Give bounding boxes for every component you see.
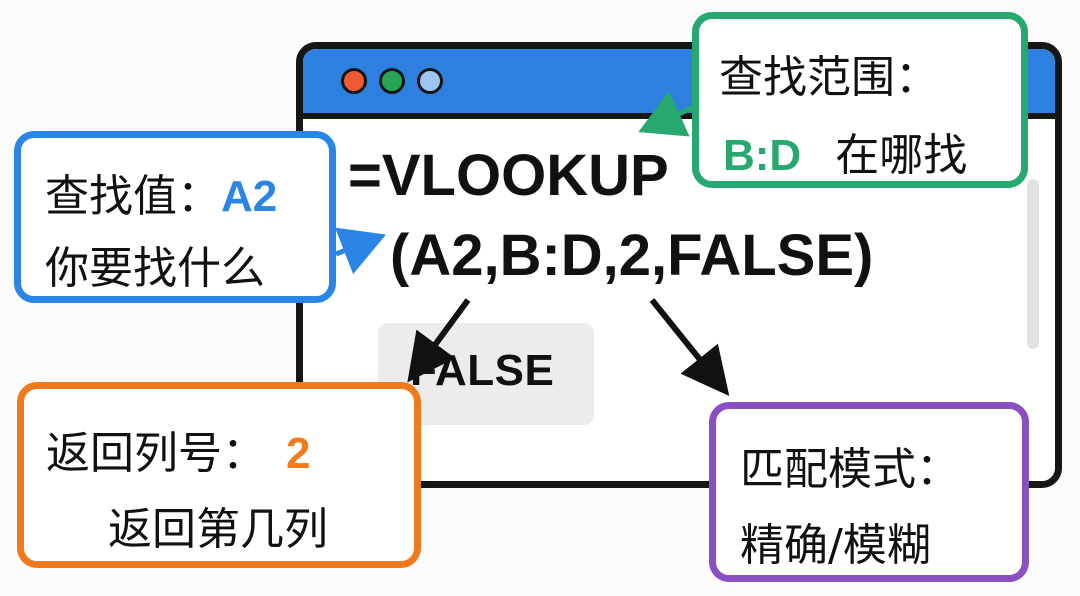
arrow-table-range <box>638 90 694 137</box>
maximize-window-icon[interactable] <box>417 68 443 94</box>
callout-lookup-value-title: 查找值： <box>45 171 221 222</box>
callout-match-mode-title: 匹配模式： <box>740 444 960 495</box>
callout-col-index-desc: 返回第几列 <box>108 504 328 555</box>
callout-table-range-desc: 在哪找 <box>835 130 968 181</box>
callout-col-index-title: 返回列号： <box>46 428 266 479</box>
callout-table-range-title: 查找范围： <box>719 52 939 103</box>
callout-lookup-value-value: A2 <box>221 172 278 221</box>
callout-lookup-value: 查找值：A2 你要找什么 <box>14 131 336 303</box>
callout-col-index-value: 2 <box>286 429 311 478</box>
callout-lookup-value-desc: 你要找什么 <box>45 243 265 294</box>
arrow-match-mode <box>649 298 730 397</box>
minimize-window-icon[interactable] <box>379 68 405 94</box>
callout-table-range: 查找范围： B:D 在哪找 <box>692 12 1028 188</box>
close-window-icon[interactable] <box>341 68 367 94</box>
callout-match-mode: 匹配模式： 精确/模糊 <box>709 402 1029 582</box>
arrow-col-index <box>407 298 471 383</box>
arrow-lookup-value <box>334 227 386 275</box>
scrollbar[interactable] <box>1027 179 1039 349</box>
callout-table-range-value: B:D <box>723 131 802 180</box>
formula-arguments: (A2,B:D,2,FALSE) <box>390 223 874 288</box>
callout-col-index: 返回列号： 2 返回第几列 <box>17 382 421 568</box>
formula-function-name: =VLOOKUP <box>348 143 669 208</box>
callout-match-mode-desc: 精确/模糊 <box>740 520 931 571</box>
